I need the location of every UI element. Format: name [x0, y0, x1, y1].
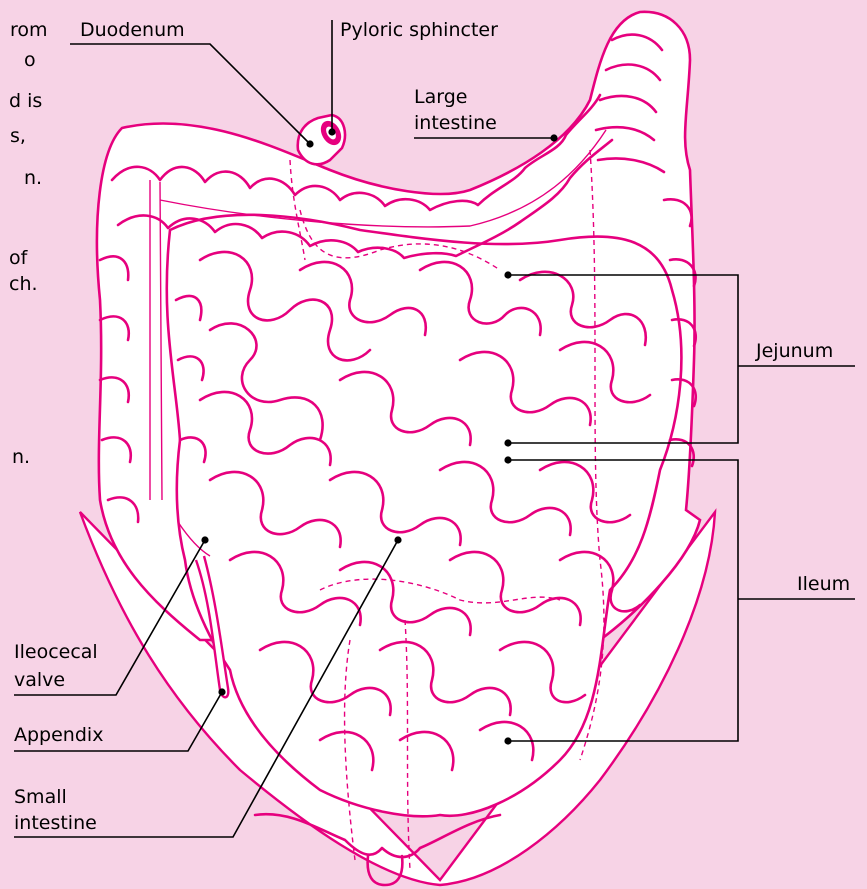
label-duodenum: Duodenum — [80, 18, 185, 42]
label-ileocecal-valve-line1: Ileocecal — [14, 640, 98, 664]
label-appendix: Appendix — [14, 723, 103, 747]
label-ileocecal-valve-line2: valve — [14, 668, 65, 692]
label-large-intestine-line1: Large — [414, 85, 467, 109]
label-ileum: Ileum — [797, 572, 850, 596]
label-large-intestine-line2: intestine — [414, 111, 497, 135]
label-pyloric-sphincter: Pyloric sphincter — [340, 18, 498, 42]
label-jejunum: Jejunum — [756, 339, 833, 363]
label-small-intestine-line2: intestine — [14, 811, 97, 835]
label-small-intestine-line1: Small — [14, 785, 67, 809]
